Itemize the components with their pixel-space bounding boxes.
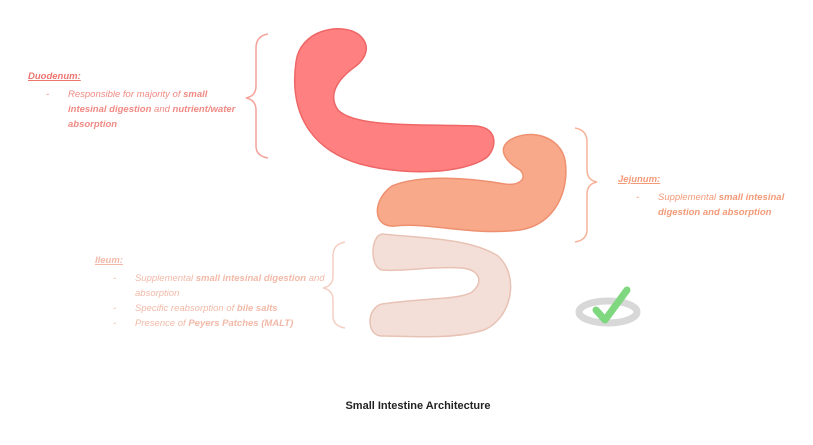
ileum-bracket (322, 241, 346, 329)
checkmark-logo-icon (575, 286, 641, 327)
ileum-annotation: Ileum: - Supplemental small intesinal di… (95, 253, 330, 331)
duodenum-segment (294, 27, 495, 173)
jejunum-annotation: Jejunum: - Supplemental small intesinal … (618, 172, 798, 220)
duodenum-heading: Duodenum: (28, 71, 81, 82)
jejunum-bracket (574, 127, 598, 243)
ileum-item-3: - Presence of Peyers Patches (MALT) (113, 318, 294, 329)
ileum-segment (369, 233, 512, 338)
jejunum-heading: Jejunum: (618, 174, 661, 185)
diagram-caption: Small Intestine Architecture (345, 400, 491, 412)
jejunum-item: - Supplemental small intesinal digestion… (636, 192, 785, 218)
duodenum-annotation: Duodenum: - Responsible for majority of … (28, 69, 238, 132)
jejunum-segment (376, 133, 567, 233)
ileum-heading: Ileum: (95, 255, 123, 266)
duodenum-item: - Responsible for majority of small inte… (46, 89, 236, 130)
ileum-item-2: - Specific reabsorption of bile salts (113, 303, 278, 314)
duodenum-bracket (245, 33, 269, 159)
ileum-item-1: - Supplemental small intesinal digestion… (113, 273, 325, 299)
